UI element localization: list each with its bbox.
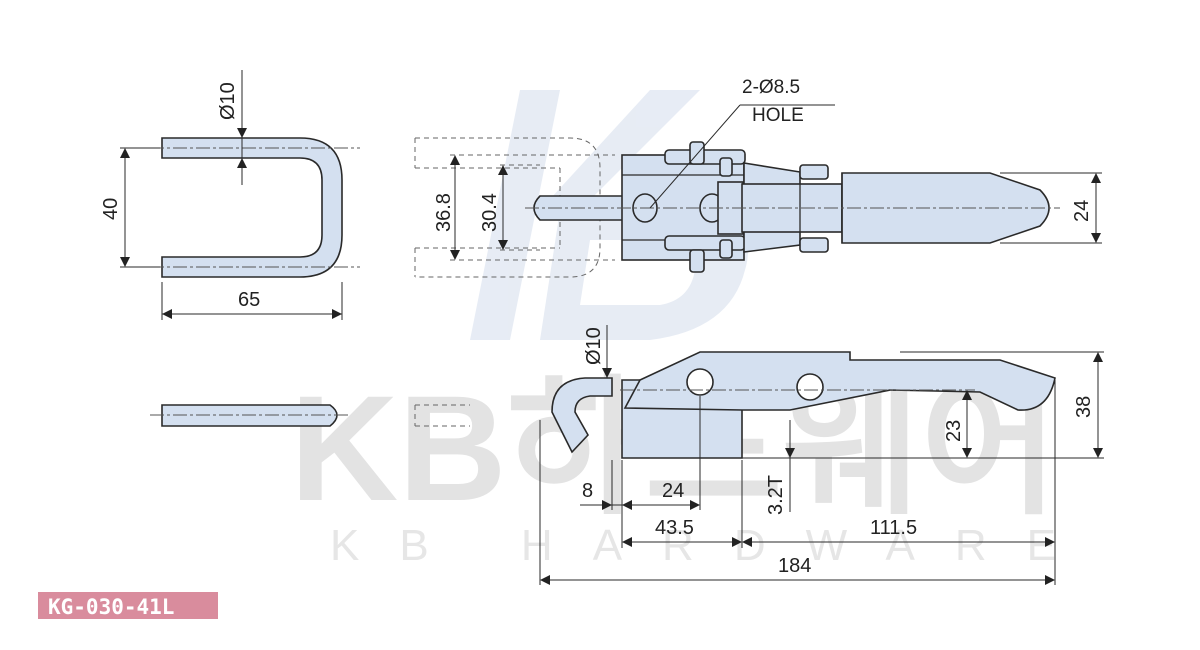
arrow <box>1093 352 1103 362</box>
hook-top-view: Ø10 40 65 <box>100 70 360 320</box>
hook-side-view <box>150 404 470 427</box>
dim-handle-length: 111.5 <box>870 517 917 539</box>
arrow <box>785 448 795 458</box>
callout-hole-size: 2-Ø8.5 <box>742 77 800 98</box>
rivet <box>689 249 705 273</box>
hook-u-shape <box>161 137 343 278</box>
latch-top-view: 36.8 30.4 <box>414 77 1102 278</box>
arrow <box>450 250 460 260</box>
bracket-bottom <box>664 235 746 251</box>
arrow <box>962 448 972 458</box>
dim-base-length: 43.5 <box>655 517 694 539</box>
j-hook <box>551 377 613 454</box>
model-badge: KG-030-41L <box>38 592 218 619</box>
arrow <box>540 575 550 585</box>
dim-base-hole-spacing: 24 <box>662 480 684 502</box>
arrow <box>120 148 130 158</box>
arrow <box>742 537 752 547</box>
callout-hole-label: HOLE <box>752 105 804 126</box>
dim-ghost-inner: 30.4 <box>479 193 501 232</box>
arrow <box>602 500 612 510</box>
side-lever <box>623 351 1056 411</box>
model-badge-bg <box>38 592 218 619</box>
arrow <box>237 158 247 168</box>
arrow <box>690 500 700 510</box>
dim-side-height: 38 <box>1073 396 1095 418</box>
bracket-top <box>664 149 746 165</box>
pin <box>799 164 829 180</box>
pivot-hole <box>686 368 714 396</box>
arrow <box>120 257 130 267</box>
dim-hook-width: 40 <box>100 198 122 220</box>
arrow <box>162 309 172 319</box>
dim-side-diameter: Ø10 <box>583 327 605 365</box>
arrow <box>498 165 508 175</box>
dim-overall-length: 184 <box>778 555 811 577</box>
dim-thickness: 3.2T <box>765 475 787 515</box>
arrow <box>1093 448 1103 458</box>
rivet <box>719 157 733 177</box>
rivet <box>689 141 705 165</box>
arrow <box>962 390 972 400</box>
arrow <box>622 537 632 547</box>
model-badge-label: KG-030-41L <box>48 595 174 619</box>
dim-hook-diameter: Ø10 <box>217 82 239 120</box>
dim-hook-length: 65 <box>238 289 260 311</box>
arrow <box>1045 537 1055 547</box>
dim-pivot-height: 23 <box>943 420 965 442</box>
watermark-english: KB HARDWARE <box>330 521 1096 570</box>
callout-leader <box>649 104 741 209</box>
pin <box>799 237 829 253</box>
arrow <box>498 240 508 250</box>
dim-hook-offset: 8 <box>582 480 593 502</box>
arrow <box>237 128 247 138</box>
arrow <box>732 537 742 547</box>
pivot-hole <box>796 373 824 401</box>
arrow <box>450 155 460 165</box>
arrow <box>602 368 612 378</box>
arrow <box>1045 575 1055 585</box>
dim-ghost-outer: 36.8 <box>433 193 455 232</box>
arrow <box>1091 233 1101 243</box>
rivet <box>719 239 733 259</box>
arrow <box>332 309 342 319</box>
dim-handle-height: 24 <box>1071 200 1093 222</box>
arrow <box>1091 173 1101 183</box>
latch-side-view: Ø10 38 23 3.2T 8 24 <box>539 325 1104 585</box>
